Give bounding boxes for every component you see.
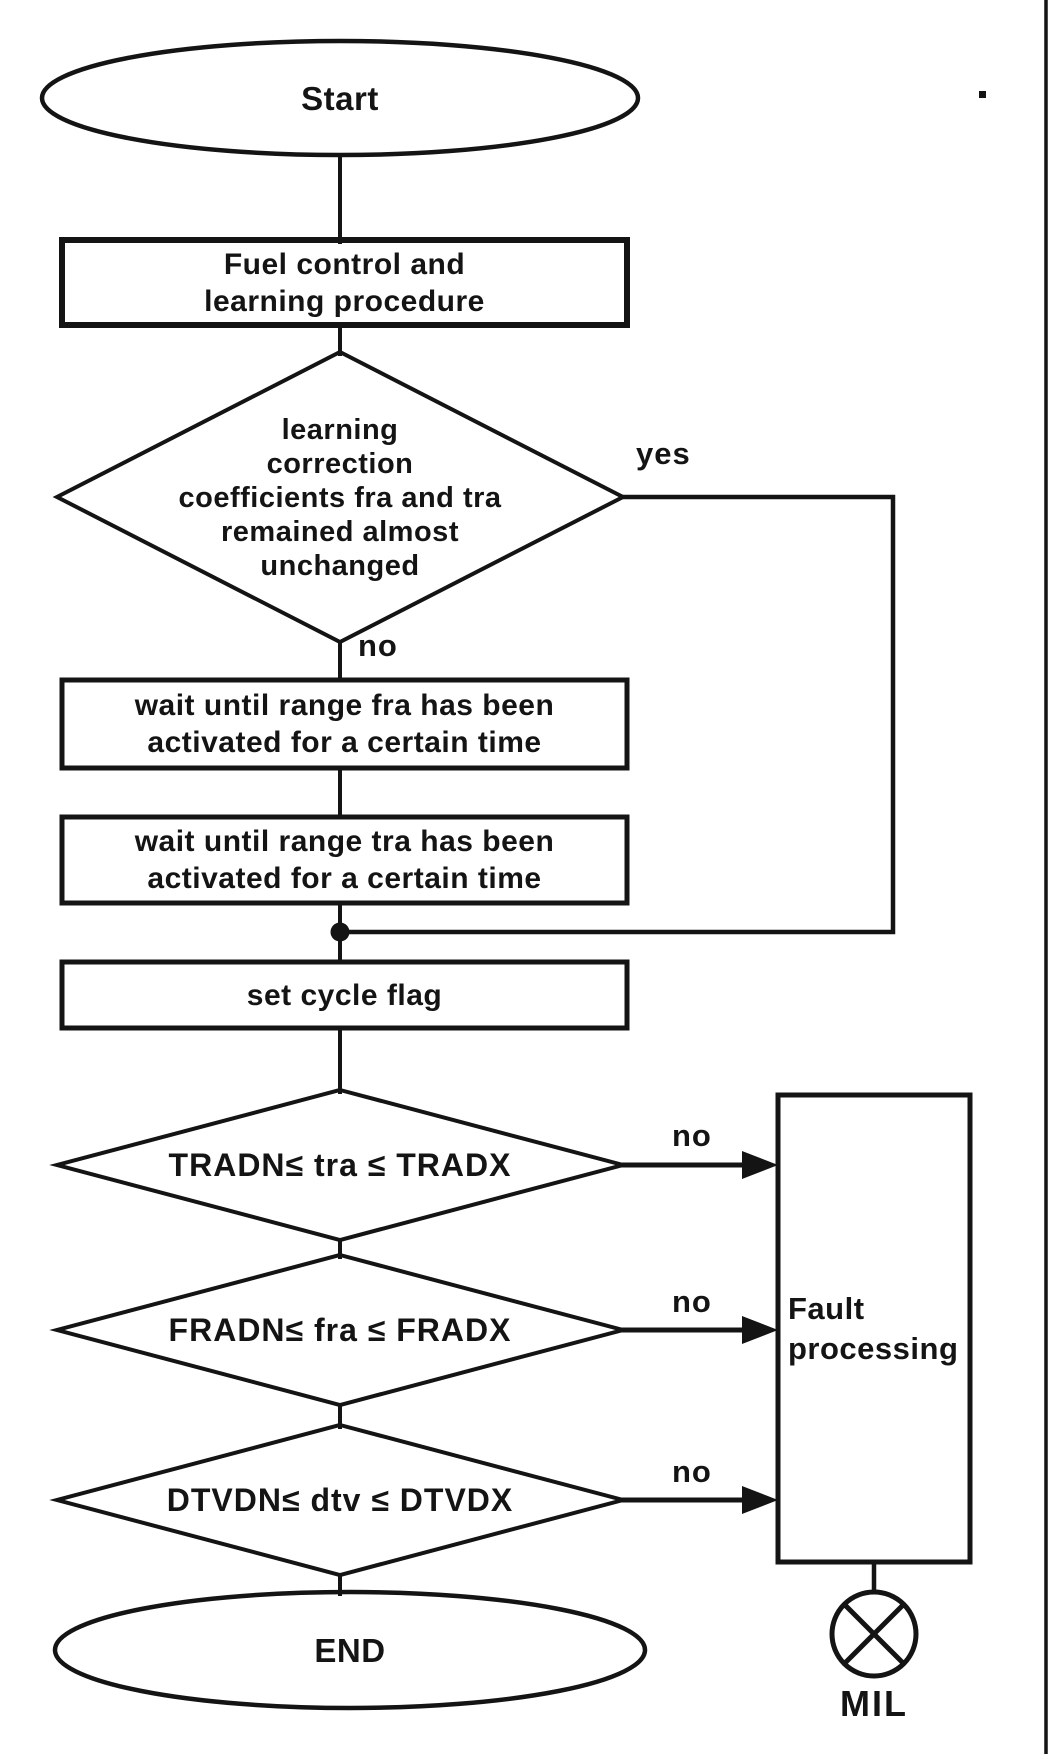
- learning-decision-line-3: coefficients fra and tra: [178, 482, 502, 514]
- dtv-decision-label: DTVDN≤ dtv ≤ DTVDX: [166, 1482, 514, 1518]
- yes-branch-line: [346, 494, 896, 935]
- fra-decision-label: FRADN≤ fra ≤ FRADX: [168, 1312, 512, 1348]
- ink-speck: [979, 91, 986, 98]
- learning-decision-line-1: learning: [281, 414, 399, 446]
- wait-tra-label: wait until range tra has been activated …: [62, 817, 627, 903]
- yes-branch-label: yes: [636, 436, 691, 471]
- wait-fra-box: [59, 677, 630, 771]
- end-label: END: [314, 1632, 386, 1669]
- fault-processing-line-1: Fault: [788, 1290, 865, 1326]
- wait-fra-line-1: wait until range fra has been: [134, 689, 555, 722]
- learning-decision-label: learning correction coefficients fra and…: [57, 356, 623, 640]
- learning-decision-line-4: remained almost: [221, 516, 459, 548]
- fuel-control-line-2: learning procedure: [204, 284, 485, 318]
- wait-tra-box: [59, 814, 630, 906]
- tra-decision-label: TRADN≤ tra ≤ TRADX: [168, 1147, 512, 1183]
- fault-processing-line-2: processing: [788, 1330, 959, 1366]
- wait-tra-line-1: wait until range tra has been: [134, 825, 555, 858]
- wait-fra-label: wait until range fra has been activated …: [62, 680, 627, 768]
- no-branch-label-learning: no: [358, 628, 398, 663]
- mil-indicator-icon: [829, 1589, 919, 1679]
- no-branch-label-tra: no: [672, 1118, 712, 1153]
- no-branch-label-fra: no: [672, 1284, 712, 1319]
- learning-decision-line-2: correction: [266, 448, 414, 480]
- fuel-control-line-1: Fuel control and: [223, 247, 466, 281]
- no-arrow-fra-head: [742, 1316, 778, 1344]
- merge-dot: [330, 922, 350, 942]
- no-arrow-tra-head: [742, 1151, 778, 1179]
- set-cycle-flag-box: [59, 959, 630, 1031]
- end-terminator: [52, 1589, 648, 1711]
- fuel-control-label: Fuel control and learning procedure: [62, 240, 627, 325]
- no-branch-label-dtv: no: [672, 1454, 712, 1489]
- no-arrow-dtv-head: [742, 1486, 778, 1514]
- set-cycle-flag-label: set cycle flag: [246, 978, 443, 1012]
- fuel-control-box: [59, 237, 630, 328]
- wait-fra-line-2: activated for a certain time: [147, 726, 542, 759]
- learning-decision-line-5: unchanged: [260, 550, 420, 582]
- fault-processing-label: Fault processing: [788, 1095, 966, 1562]
- wait-tra-line-2: activated for a certain time: [147, 862, 542, 895]
- mil-label: MIL: [840, 1683, 908, 1724]
- start-label: Start: [301, 80, 379, 117]
